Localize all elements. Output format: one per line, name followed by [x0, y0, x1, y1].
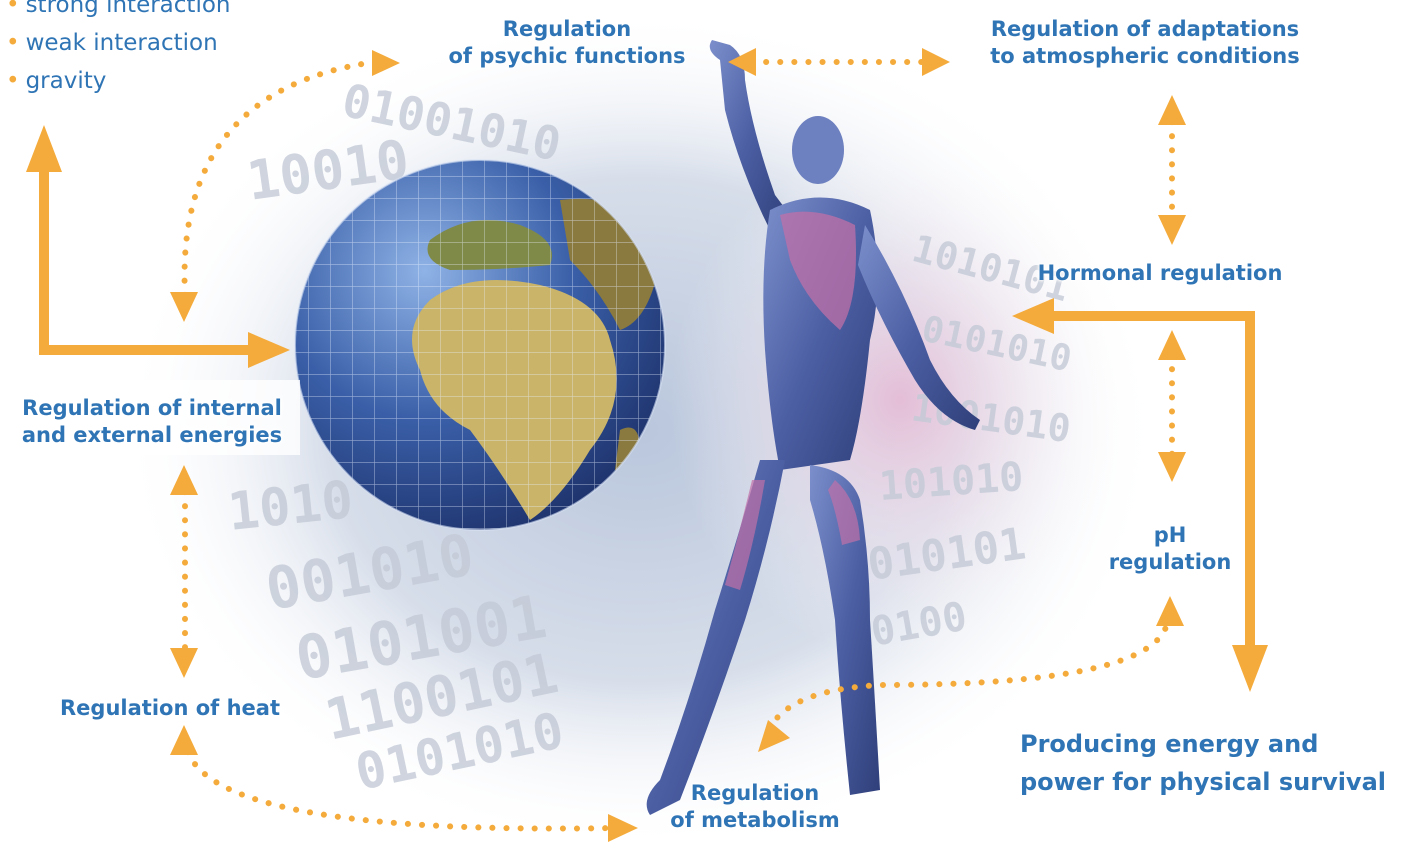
label-producing-energy: Producing energy and power for physical … [1020, 730, 1386, 796]
label-heat-regulation: Regulation of heat [60, 696, 280, 720]
dotted-arrow-heat-metabolism [185, 749, 618, 832]
dotted-arrowheads [170, 48, 1186, 842]
arrowhead-right-energies [248, 332, 290, 368]
human-figure [646, 40, 980, 815]
label-psychic-functions: Regulation of psychic functions [448, 17, 686, 68]
forces-list-item: •weak interaction [6, 30, 218, 56]
forces-list: •strong interaction •weak interaction •g… [6, 0, 230, 100]
label-energies-regulation: Regulation of internal and external ener… [21, 396, 283, 447]
label-atmospheric-adaptations: Regulation of adaptations to atmospheric… [990, 17, 1300, 68]
arrowhead-up-forces [26, 125, 62, 172]
label-metabolism-regulation: Regulation of metabolism [670, 781, 840, 832]
forces-list-item: •strong interaction [6, 0, 231, 18]
earth-globe [294, 159, 666, 531]
solid-arrow-producing [1040, 311, 1255, 655]
svg-text:1010: 1010 [225, 470, 356, 543]
svg-text:101010: 101010 [877, 454, 1024, 510]
arrowhead-down-producing [1232, 645, 1268, 692]
dotted-arrow-energies-psychic [181, 59, 378, 298]
arrowhead-left-hormonal [1012, 298, 1054, 334]
dotted-arrow-ph-metabolism [767, 612, 1172, 731]
forces-list-item: •gravity [6, 68, 107, 94]
solid-arrow-forces [39, 160, 262, 355]
label-ph-regulation: pH regulation [1108, 523, 1232, 574]
label-hormonal-regulation: Hormonal regulation [1037, 261, 1283, 285]
